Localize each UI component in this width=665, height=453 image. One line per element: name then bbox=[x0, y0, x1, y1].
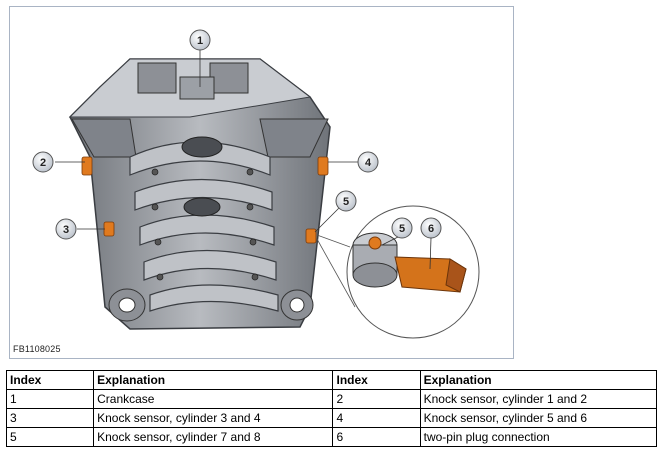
engine-figure: 1 2 3 4 5 5 6 FB1108025 bbox=[9, 6, 514, 359]
table-row: 1 Crankcase 2 Knock sensor, cylinder 1 a… bbox=[5, 389, 658, 409]
cell-explanation: Knock sensor, cylinder 1 and 2 bbox=[419, 389, 658, 409]
header-explanation-2: Explanation bbox=[419, 370, 658, 390]
callout-3: 3 bbox=[55, 218, 77, 240]
cell-index: 6 bbox=[332, 427, 421, 447]
callout-2: 2 bbox=[32, 151, 54, 173]
crankcase-drawing bbox=[68, 58, 331, 330]
header-index: Index bbox=[5, 370, 95, 390]
svg-text:4: 4 bbox=[365, 157, 372, 169]
header-explanation: Explanation bbox=[93, 370, 334, 390]
cell-index: 2 bbox=[332, 389, 421, 409]
svg-text:2: 2 bbox=[40, 157, 46, 169]
legend-header-row: Index Explanation Index Explanation bbox=[5, 370, 658, 390]
callout-5: 5 bbox=[335, 190, 357, 212]
cell-explanation: Knock sensor, cylinder 3 and 4 bbox=[93, 408, 334, 428]
cell-index: 5 bbox=[5, 427, 95, 447]
legend-table: Index Explanation Index Explanation 1 Cr… bbox=[5, 370, 658, 447]
svg-text:5: 5 bbox=[343, 196, 349, 208]
table-row: 5 Knock sensor, cylinder 7 and 8 6 two-p… bbox=[5, 427, 658, 447]
cell-index: 1 bbox=[5, 389, 95, 409]
svg-text:5: 5 bbox=[399, 223, 405, 235]
cell-index: 4 bbox=[332, 408, 421, 428]
cell-explanation: Knock sensor, cylinder 5 and 6 bbox=[419, 408, 658, 428]
callout-1: 1 bbox=[189, 29, 211, 51]
cell-index: 3 bbox=[5, 408, 95, 428]
sensor-detail-inset bbox=[316, 205, 480, 339]
cell-explanation: Knock sensor, cylinder 7 and 8 bbox=[93, 427, 334, 447]
cell-explanation: two-pin plug connection bbox=[419, 427, 658, 447]
figure-id: FB1108025 bbox=[13, 344, 61, 354]
cell-explanation: Crankcase bbox=[93, 389, 334, 409]
svg-text:3: 3 bbox=[63, 224, 69, 236]
header-index-2: Index bbox=[332, 370, 421, 390]
engine-illustration: 1 2 3 4 5 5 6 bbox=[32, 29, 480, 339]
svg-text:1: 1 bbox=[197, 35, 203, 47]
callout-5-detail: 5 bbox=[381, 217, 413, 246]
knock-sensor-markers bbox=[81, 156, 329, 244]
callout-6: 6 bbox=[420, 217, 442, 270]
table-row: 3 Knock sensor, cylinder 3 and 4 4 Knock… bbox=[5, 408, 658, 428]
callout-4: 4 bbox=[357, 151, 379, 173]
svg-text:6: 6 bbox=[428, 223, 434, 235]
